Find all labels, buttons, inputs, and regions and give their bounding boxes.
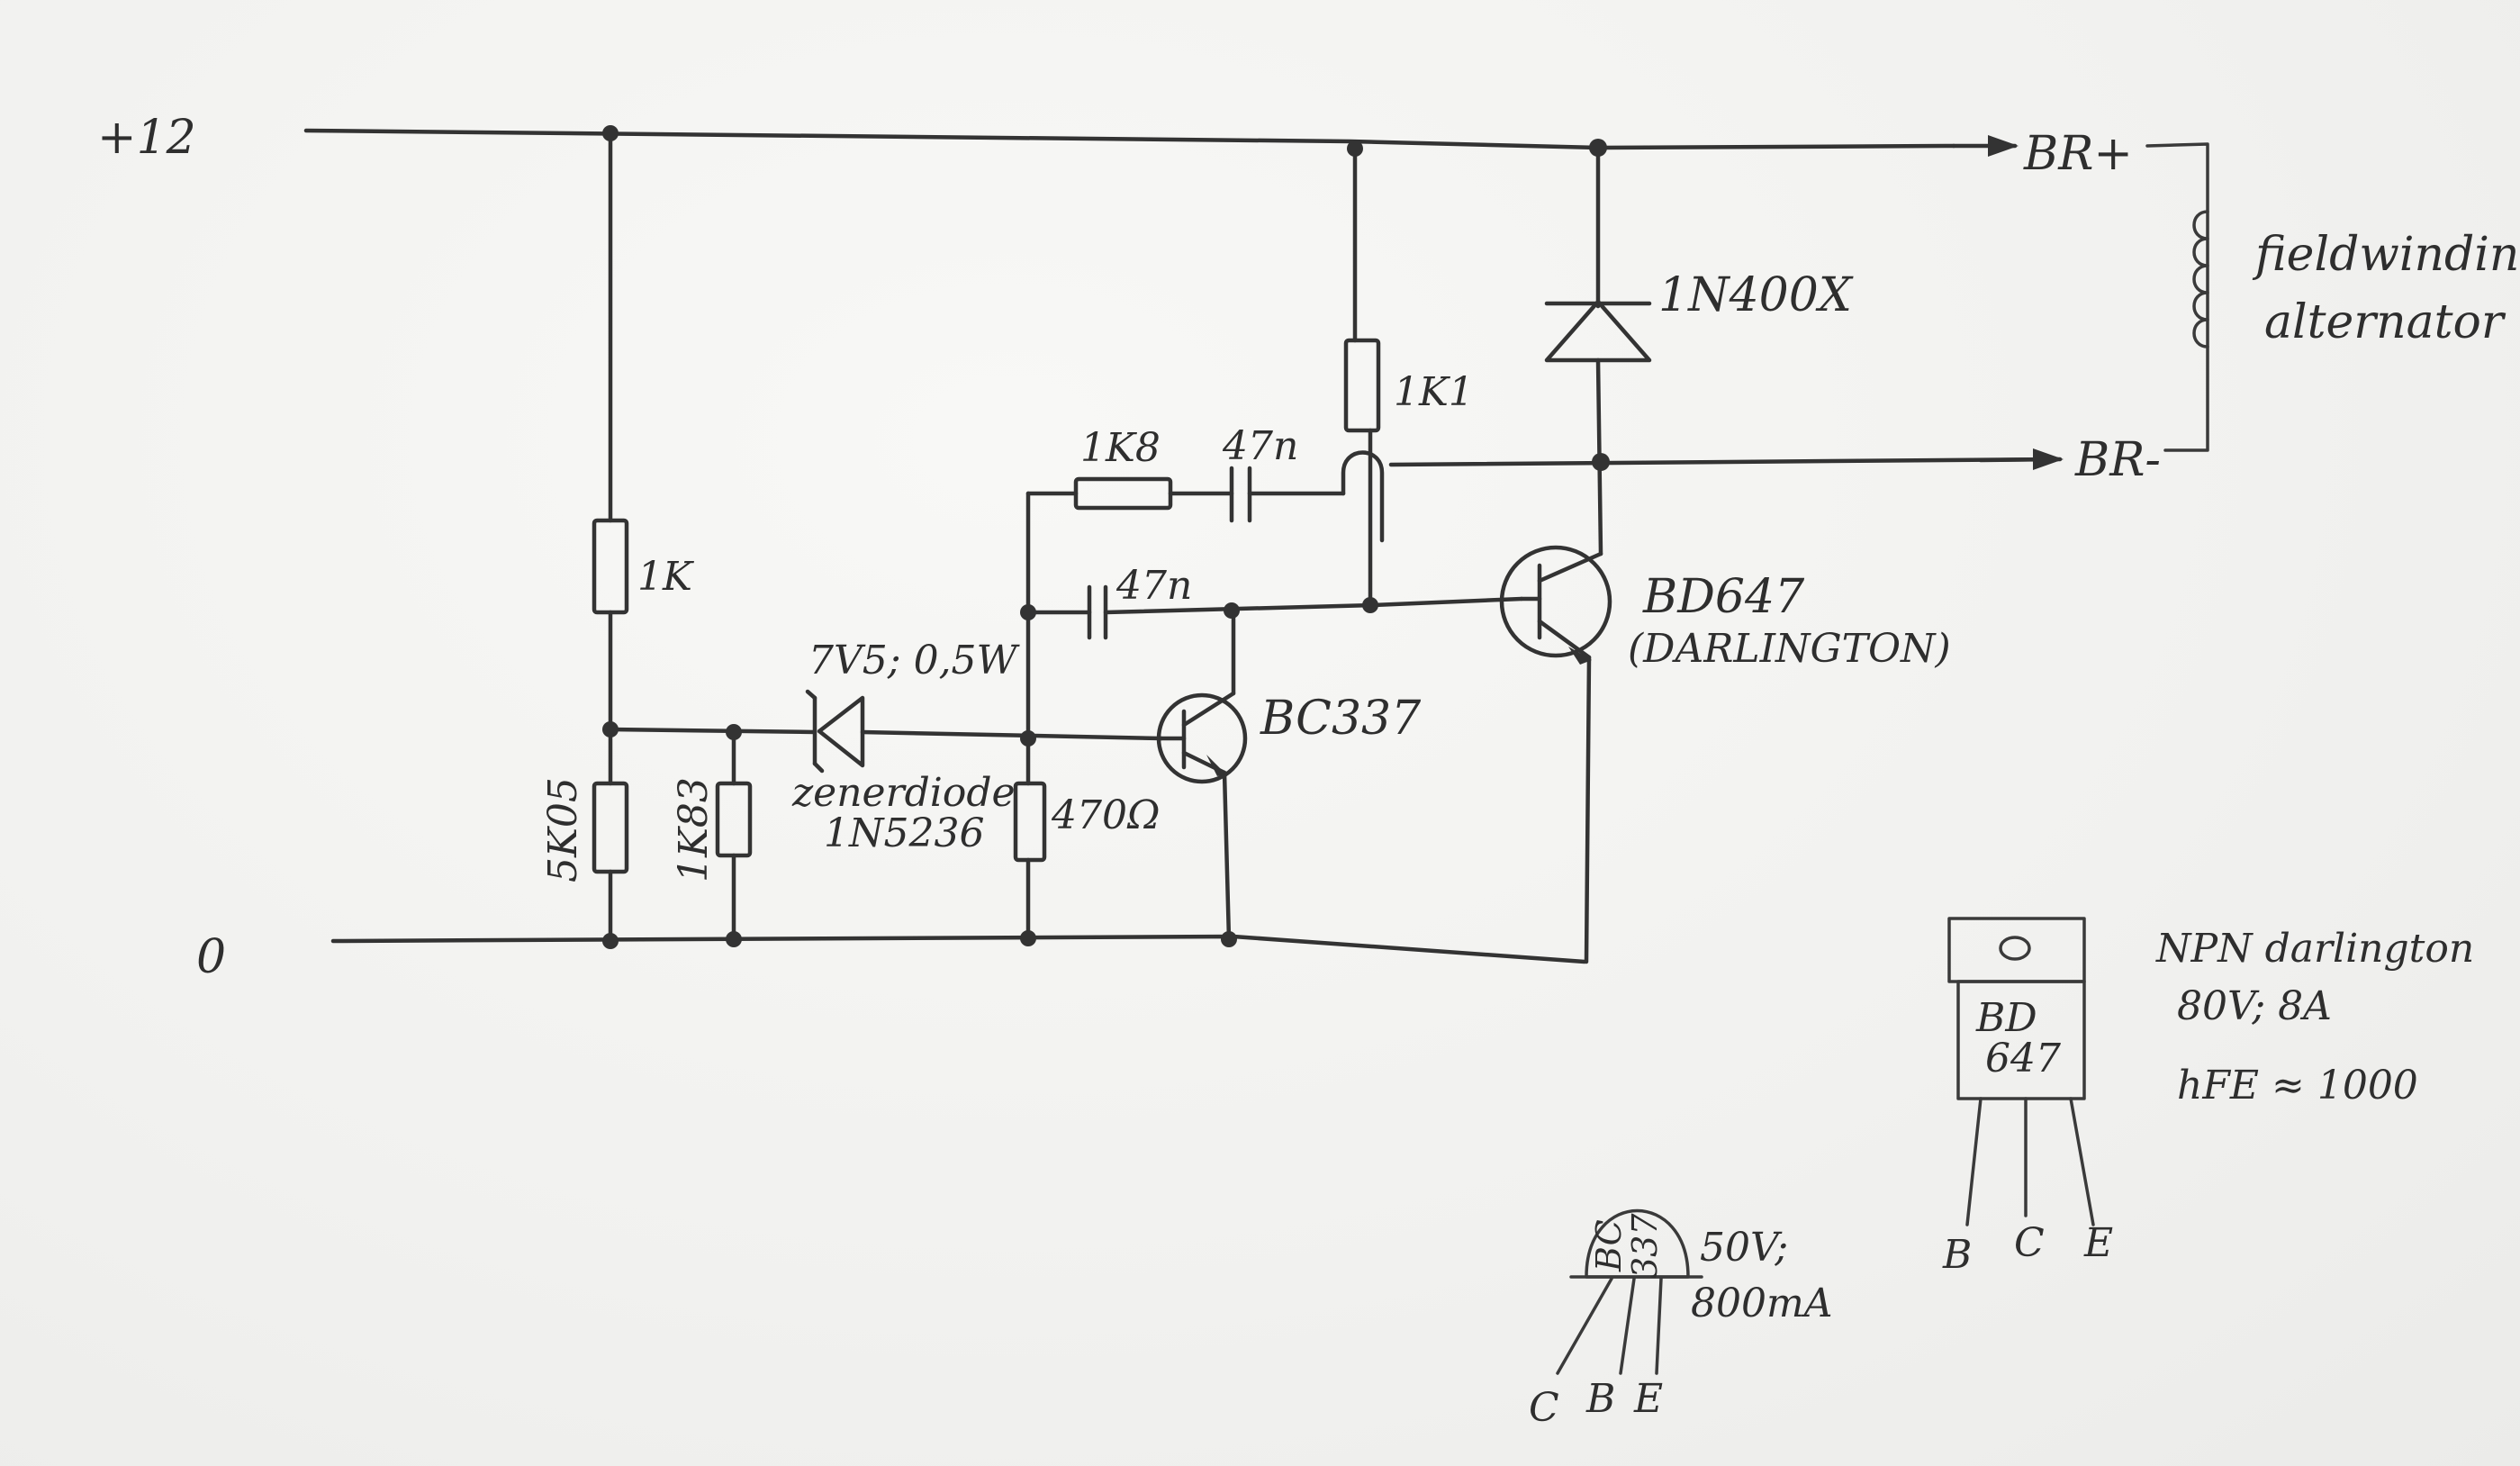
capacitor-47n-mid [1087,584,1108,640]
label-r-1k8: 1K8 [1080,425,1161,471]
label-field-winding: fieldwinding [2252,228,2520,282]
bc337-pin-b: B [1585,1376,1615,1422]
bc337-pin-e: E [1633,1376,1663,1422]
wire-br-minus [1388,457,2060,467]
bc337-spec-1: 50V; [1700,1225,1788,1271]
label-r-470: 470Ω [1051,792,1160,838]
junction [1020,930,1036,946]
bd647-desc-1: NPN darlington [2155,926,2474,972]
bd647-package [1947,917,2095,1226]
label-c-mid: 47n [1115,563,1192,609]
label-r-1k: 1K [637,554,694,600]
br-plus-arrow [1951,135,2019,157]
label-zener-rating: 7V5; 0,5W [808,638,1021,683]
bc337-spec-2: 800mA [1691,1280,1832,1326]
field-winding-coil [2145,142,2209,452]
label-zener-part: 1N5236 [824,810,984,856]
junction [602,721,619,738]
bd647-pin-b: B [1942,1232,1972,1278]
wire-node-zener [608,727,817,735]
label-br-plus: BR+ [2023,127,2133,181]
junction [1224,602,1240,619]
junctions [602,125,1610,949]
capacitor-47n-top [1229,466,1252,523]
wire-base-bd647 [1370,596,1524,608]
bc337-marking-top: BC [1589,1219,1629,1272]
bc337-pin-c: C [1529,1385,1559,1431]
supply-rail [303,128,1956,150]
bc337-marking-bottom: 337 [1625,1213,1665,1279]
transistor-bd647 [1499,545,1612,665]
resistor-1k [592,518,629,615]
label-c-top: 47n [1222,423,1298,469]
junction [1020,730,1036,747]
ground-rail [330,934,1587,964]
wire-bc-emitter [1222,770,1232,942]
bd647-desc-3: hFE ≈ 1000 [2177,1063,2418,1109]
diode-1n400x [1544,299,1652,363]
label-darlington-note: (DARLINGTON) [1628,626,1951,672]
bc337-body [1585,1208,1690,1279]
label-supply-plus: +12 [97,111,196,165]
bd647-marking-top: BD [1975,995,2037,1041]
junction [602,933,619,949]
bd647-pin-c: C [2014,1220,2045,1266]
resistor-1k8 [1073,476,1173,511]
br-minus-arrow [1978,448,2064,470]
bd647-desc-2: 80V; 8A [2177,983,2332,1029]
label-br-minus: BR- [2074,433,2161,487]
zener-diode [805,689,865,774]
label-r-1k1: 1K1 [1394,369,1474,415]
label-bc337: BC337 [1260,692,1422,746]
bd647-mount-hole [1999,936,2031,961]
resistor-470 [1013,781,1047,863]
bc337-package [1556,1208,1703,1375]
junction [1592,453,1610,471]
label-bd647: BD647 [1642,570,1805,624]
bd647-marking-bottom: 647 [1985,1036,2061,1081]
junction [1589,139,1607,157]
wire-fb-up [1341,450,1385,543]
junction [1020,604,1036,620]
junction [602,125,619,141]
junction [726,931,742,947]
bd647-body [1956,980,2086,1100]
junction [726,724,742,740]
junction [1362,597,1378,613]
label-r-5k05: 5K05 [540,777,586,882]
bd647-tab [1947,917,2086,983]
wires [303,128,2060,964]
wire-zener-bc [860,729,1164,741]
resistor-1k83 [715,781,753,858]
junction [1221,931,1237,947]
bd647-pin-e: E [2083,1220,2113,1266]
junction [1347,140,1363,157]
label-ground: 0 [196,930,226,984]
label-zener-name: zenerdiode [791,770,1016,816]
label-diode: 1N400X [1658,268,1854,322]
resistor-1k1 [1343,338,1381,433]
resistor-5k05 [592,781,629,874]
transistor-bc337 [1156,691,1248,784]
label-r-1k83: 1K83 [671,777,717,882]
label-alternator: alternator [2264,295,2506,349]
wire-bd-emitter [1584,655,1592,964]
